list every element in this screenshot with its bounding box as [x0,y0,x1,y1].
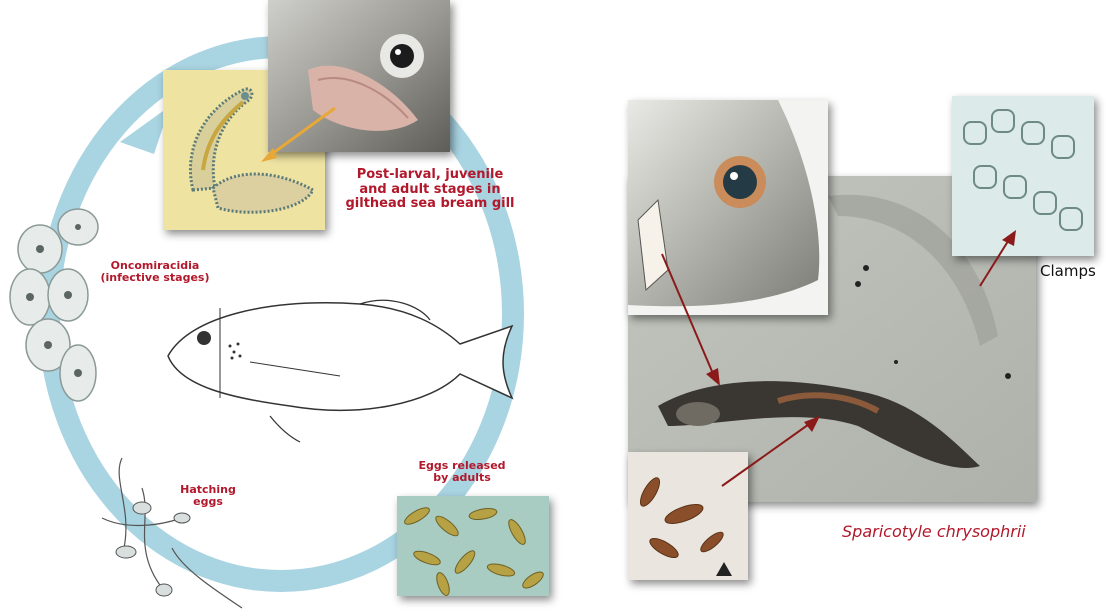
clamps-pointer-arrow [972,228,1022,294]
fish-to-parasite-arrow [656,250,726,390]
eggs-micrograph [397,496,549,596]
hatching-eggs-drawing [92,448,252,616]
oncomiracidia-cells [8,205,103,410]
stage-eggs-label: Eggs released by adults [412,460,512,485]
eggs-pointer-arrow [716,412,826,492]
gill-pointer-arrow [255,100,345,170]
clamps-label: Clamps [1040,262,1096,280]
species-name-label: Sparicotyle chrysophrii [842,522,1026,541]
stage-hatching-label: Hatching eggs [168,484,248,509]
stage-oncomiracidia-label: Oncomiracidia (infective stages) [92,260,218,285]
sea-bream-drawing [160,286,530,446]
stage-adult-label: Post-larval, juvenile and adult stages i… [345,168,515,212]
